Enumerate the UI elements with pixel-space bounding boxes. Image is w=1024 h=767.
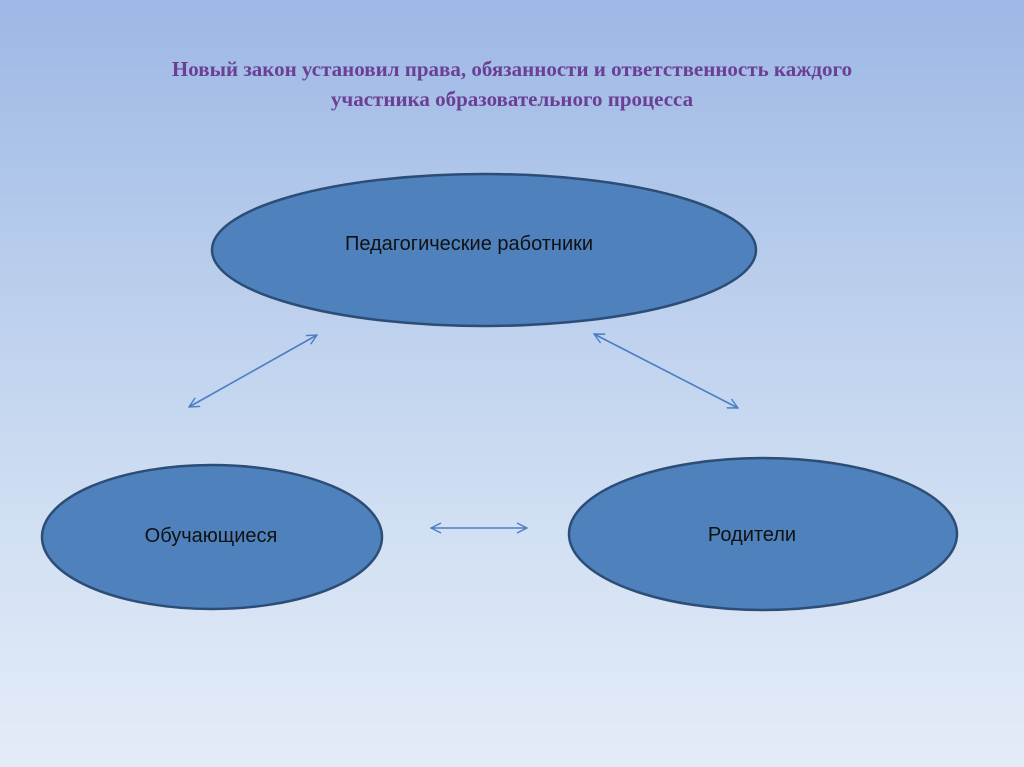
node-parents-shape: [567, 456, 959, 612]
slide-title-line-1: Новый закон установил права, обязанности…: [171, 57, 853, 81]
node-students-shape: [40, 463, 384, 611]
node-students-label: Обучающиеся: [145, 525, 278, 547]
node-parents-label: Родители: [708, 524, 796, 546]
slide-title: Новый закон установил права, обязанности…: [60, 54, 964, 114]
slide-title-line-2: участника образовательного процесса: [330, 87, 694, 111]
node-parents: Родители: [567, 456, 959, 612]
node-teachers-shape: [210, 172, 758, 328]
arrow-students-teachers: [189, 335, 317, 407]
node-teachers-label: Педагогические работники: [345, 233, 593, 255]
node-teachers: Педагогические работники: [210, 172, 758, 328]
node-students: Обучающиеся: [40, 463, 384, 611]
arrow-teachers-parents: [594, 334, 738, 408]
